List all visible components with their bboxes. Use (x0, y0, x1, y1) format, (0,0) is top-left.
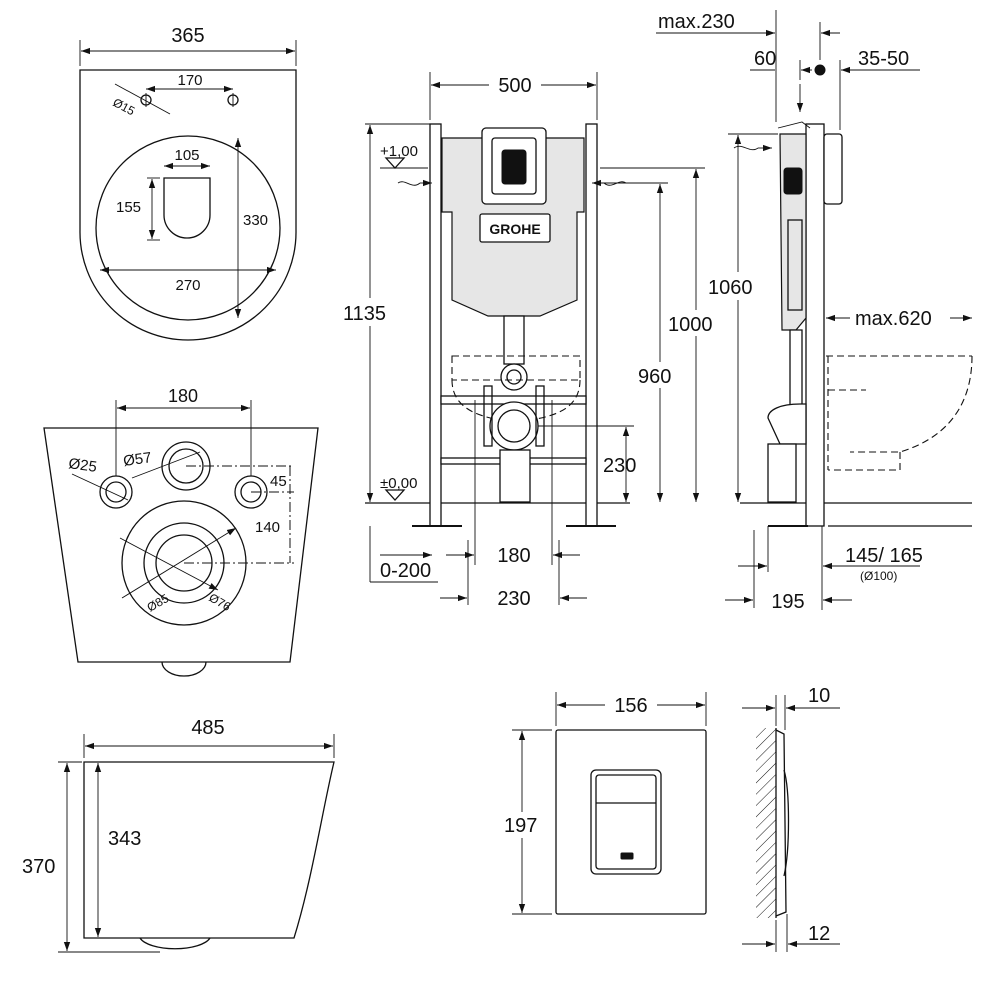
dim-side-height: 1060 (708, 277, 753, 299)
bowl-top-view: 365 170 Ø15 105 155 330 270 (79, 25, 297, 341)
dim-outlet-diameter: (Ø100) (860, 569, 897, 583)
flush-plate (555, 729, 707, 915)
dim-max-projection: max.620 (855, 308, 932, 330)
dim-bolt-spacing: 180 (168, 386, 198, 406)
flush-button (590, 769, 662, 875)
bolt-hole-left (99, 475, 133, 509)
dim-plate-thickness-top: 10 (808, 685, 830, 707)
dim-wall-depth: 35-50 (858, 48, 909, 70)
dim-frame-depth: 195 (771, 591, 804, 613)
flush-plate-side: 10 12 (742, 685, 840, 952)
dim-inner-length: 330 (243, 212, 268, 229)
dim-bowl-height-inner: 343 (108, 828, 141, 850)
dim-inlet-height: 1000 (668, 314, 713, 336)
dim-offset-outlet: 140 (255, 519, 280, 536)
bowl-side-outline (83, 761, 335, 939)
dim-frame-height: 1135 (343, 303, 386, 325)
frame-side-view: max.230 60 35-50 1060 max.620 145/ 165 (… (656, 10, 973, 613)
wall-hatch (756, 728, 776, 918)
bowl-rear-outline (43, 427, 319, 663)
dim-bolt-spacing-frame: 180 (497, 545, 530, 567)
dim-plate-width: 156 (614, 695, 647, 717)
dim-offset-top: 45 (270, 473, 287, 490)
dim-inlet-offset: 60 (754, 48, 776, 70)
frame-leg-right (585, 123, 598, 527)
dim-outlet-outer: Ø76 (207, 590, 234, 614)
frame-front-view: GROHE 500 1135 +1,00 ±0,00 (340, 72, 726, 610)
dim-frame-width: 500 (498, 75, 531, 97)
frame-leg-left (429, 123, 442, 527)
flush-plate-front: 156 197 (502, 692, 707, 915)
dim-bowl-height: 370 (22, 856, 55, 878)
dim-outlet-inner: Ø85 (145, 591, 172, 615)
dim-outlet-depth: 145/ 165 (845, 545, 923, 567)
dim-bowl-depth: 485 (191, 717, 224, 739)
dim-hole-diameter: Ø15 (111, 95, 138, 118)
bowl-top-outline (79, 69, 297, 341)
dim-max-front: max.230 (658, 11, 735, 33)
dim-leg-adjust: 0-200 (380, 560, 431, 582)
bowl-side-view: 485 370 343 (22, 717, 335, 953)
bowl-top-rim-inner (95, 135, 281, 321)
dim-inner-width: 270 (175, 277, 200, 294)
level-top: +1,00 (380, 143, 418, 160)
dim-outlet-spacing: 230 (497, 588, 530, 610)
side-frame-post (805, 123, 825, 527)
plate-profile (775, 729, 787, 917)
brand-logo: GROHE (489, 221, 540, 237)
dim-plate-height: 197 (504, 815, 537, 837)
frame-outlet (489, 401, 539, 451)
dim-outlet-height: 230 (603, 455, 636, 477)
dim-opening-width: 105 (174, 147, 199, 164)
level-floor: ±0,00 (380, 475, 417, 492)
dim-opening-length: 155 (116, 199, 141, 216)
dim-plate-thickness-bottom: 12 (808, 923, 830, 945)
bowl-top-opening (163, 177, 211, 239)
bowl-rear-foot (161, 661, 207, 677)
bowl-rear-view: 180 Ø25 Ø57 45 140 Ø85 Ø76 (43, 386, 319, 677)
dim-hole-spacing: 170 (177, 72, 202, 89)
dim-inlet: Ø57 (122, 449, 152, 470)
dim-inlet-height-low: 960 (638, 366, 671, 388)
dim-bowl-width: 365 (171, 25, 204, 47)
dim-bolt-hole: Ø25 (67, 455, 97, 476)
